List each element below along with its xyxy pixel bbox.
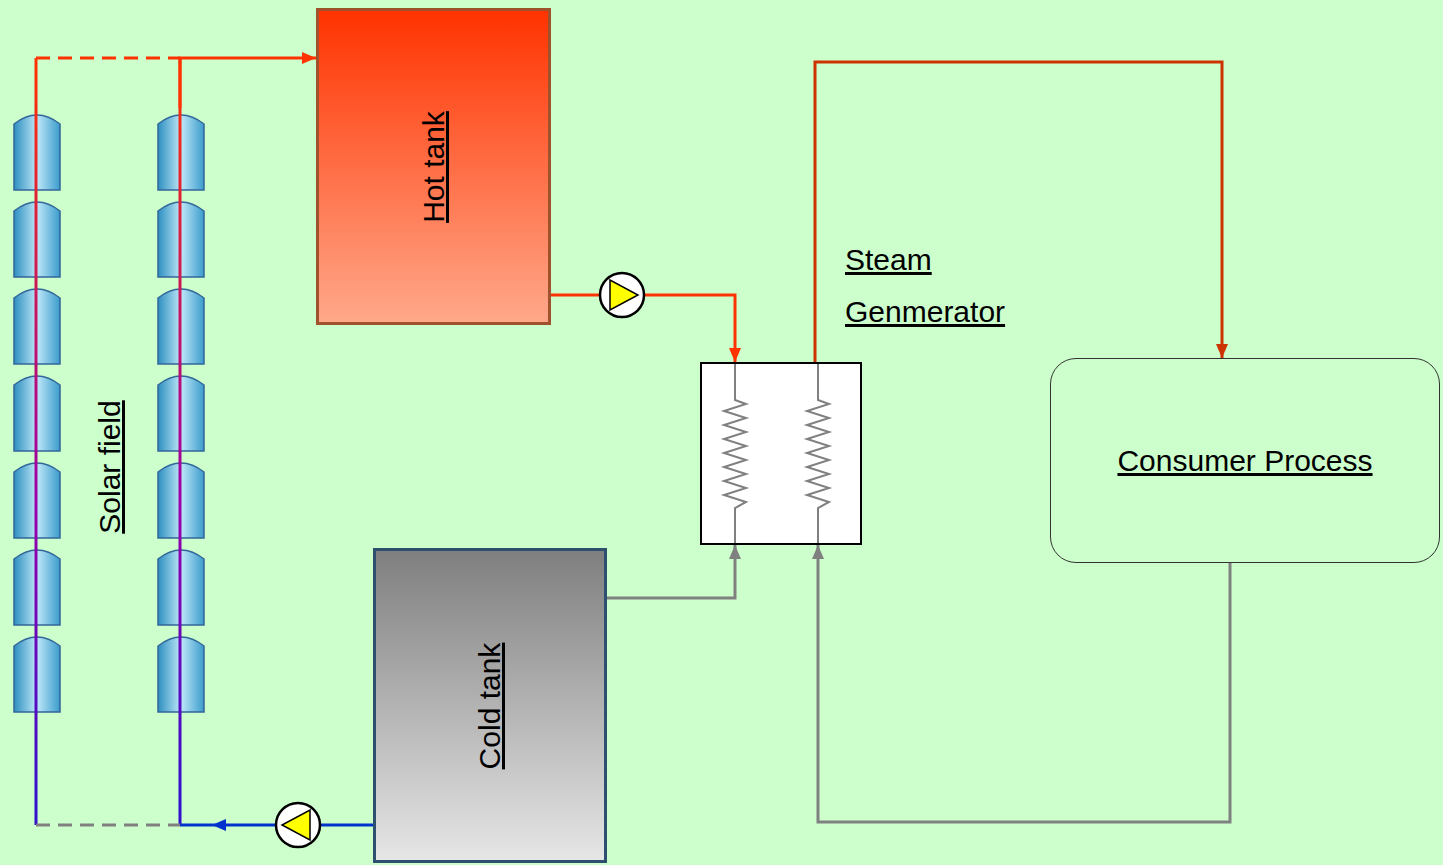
header-pipe (36, 824, 180, 827)
cold-tank: Cold tank (373, 548, 607, 863)
flow-connector (551, 295, 741, 362)
node-label: Hot tank (416, 111, 452, 223)
node-label: Consumer Process (1109, 443, 1380, 479)
coil-symbol (807, 362, 829, 545)
flow-connector (815, 62, 1228, 362)
node-label: Cold tank (472, 642, 508, 769)
collector-pipe (35, 58, 38, 825)
solar-field: Solar field (8, 108, 212, 826)
exchanger-fill (700, 362, 862, 545)
pump-symbol (276, 803, 320, 847)
coil-symbol (724, 362, 746, 545)
pump-symbol (600, 273, 644, 317)
node-label: Steam Genmerator (845, 234, 1055, 338)
flow-connector (180, 52, 316, 108)
flow-connector (607, 545, 741, 598)
consumer-process: Consumer Process (1050, 358, 1440, 563)
flow-connector (812, 545, 1230, 822)
collector-rows (14, 115, 204, 712)
header-pipe (36, 57, 180, 60)
hot-tank: Hot tank (316, 8, 551, 325)
collector-pipe (179, 58, 182, 825)
return-pipe (180, 824, 212, 827)
steam-generator: Steam Genmerator (700, 362, 862, 545)
node-label: Solar field (92, 400, 128, 533)
